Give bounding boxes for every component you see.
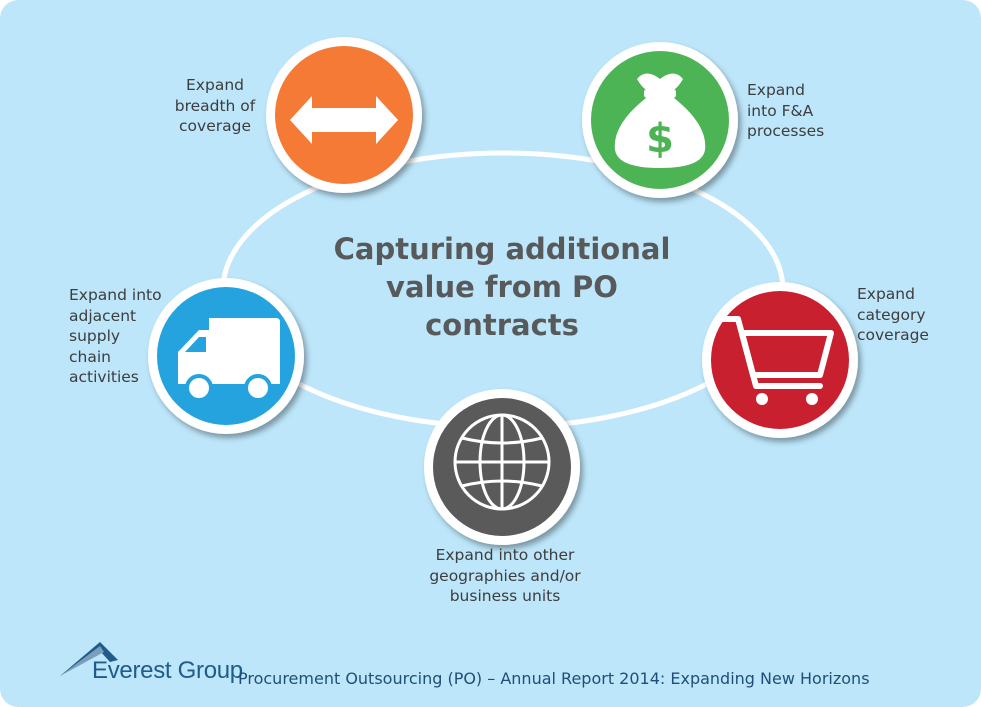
label-fa: Expand into F&A processes bbox=[747, 80, 857, 142]
center-title-line: contracts bbox=[425, 308, 579, 342]
money-bag-icon: $ bbox=[614, 73, 706, 168]
label-line: Expand bbox=[747, 81, 805, 99]
label-line: Expand bbox=[857, 285, 915, 303]
delivery-truck-icon bbox=[178, 318, 280, 402]
node-breadth bbox=[266, 37, 422, 193]
label-geographies: Expand into other geographies and/or bus… bbox=[375, 545, 635, 607]
node-category-circle bbox=[711, 291, 849, 429]
label-line: coverage bbox=[857, 326, 929, 344]
label-line: Expand into other bbox=[435, 546, 575, 564]
center-title: Capturing additional value from PO contr… bbox=[322, 230, 682, 344]
label-line: business units bbox=[449, 587, 561, 605]
label-line: geographies and/or bbox=[429, 566, 581, 585]
label-line: activities bbox=[69, 368, 139, 386]
label-category: Expand category coverage bbox=[857, 284, 967, 346]
node-category bbox=[702, 282, 858, 438]
label-line: processes bbox=[747, 122, 825, 140]
label-line: breadth of bbox=[174, 96, 256, 115]
footer-logo-text: Everest Group bbox=[92, 657, 243, 684]
footer-caption: Procurement Outsourcing (PO) – Annual Re… bbox=[238, 669, 870, 688]
node-fa: $ bbox=[582, 42, 738, 198]
label-line: into F&A bbox=[747, 101, 814, 120]
dollar-glyph: $ bbox=[646, 116, 674, 162]
label-line: chain bbox=[69, 347, 111, 366]
label-breadth: Expand breadth of coverage bbox=[160, 75, 270, 137]
label-line: coverage bbox=[179, 117, 251, 135]
node-geographies bbox=[424, 389, 580, 545]
label-line: adjacent bbox=[69, 306, 137, 325]
label-line: Expand bbox=[186, 76, 244, 94]
shopping-cart-icon bbox=[719, 316, 834, 405]
label-supply-chain: Expand into adjacent supply chain activi… bbox=[69, 285, 209, 388]
label-line: category bbox=[857, 305, 926, 324]
center-title-line: value from PO bbox=[386, 270, 618, 304]
node-supply-chain bbox=[148, 278, 304, 434]
label-line: supply bbox=[69, 327, 121, 345]
center-title-line: Capturing additional bbox=[333, 232, 671, 266]
label-line: Expand into bbox=[69, 286, 162, 304]
mountain-logo-icon bbox=[60, 642, 118, 676]
globe-icon bbox=[453, 413, 551, 511]
double-arrow-icon bbox=[290, 96, 398, 144]
